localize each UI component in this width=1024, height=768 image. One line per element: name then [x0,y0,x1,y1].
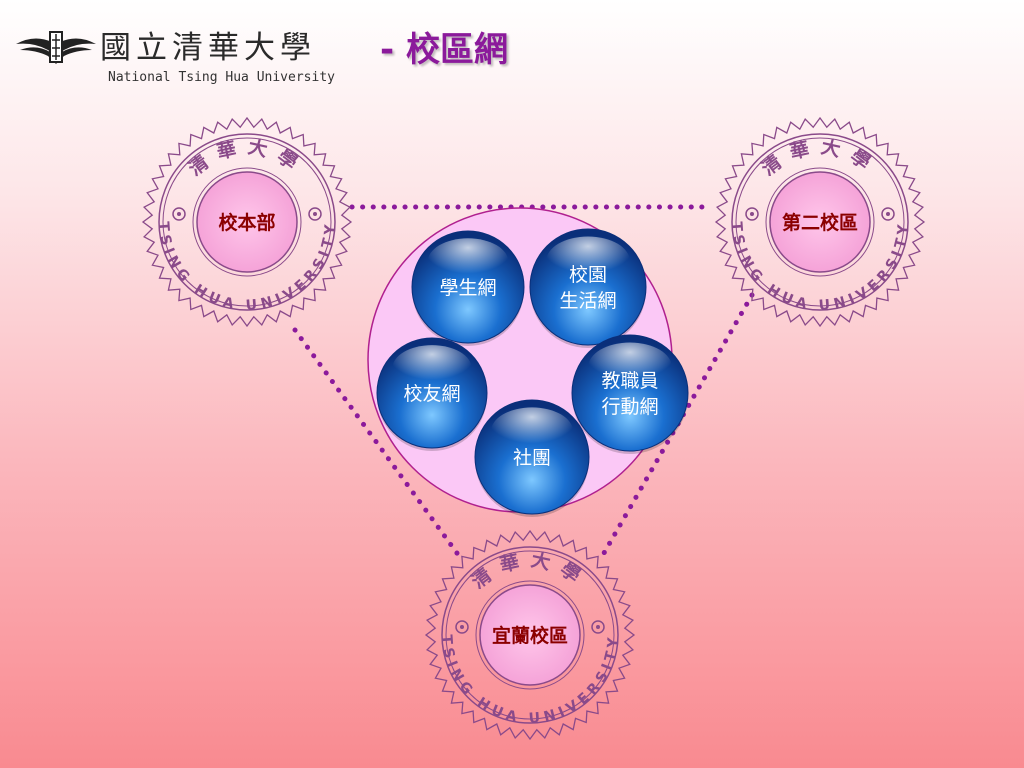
campus-label: 第二校區 [782,211,858,234]
university-logo-icon [16,31,96,64]
seal-flower-icon [745,207,759,221]
network-label: 生活網 [559,290,616,312]
university-name-en: National Tsing Hua University [108,70,335,85]
network-label: 學生網 [439,277,496,299]
university-name-cn: 國立清華大學 [100,30,316,66]
seal-flower-icon [881,207,895,221]
connector-lines [292,204,755,563]
seal-flower-icon [308,207,322,221]
page-title: - 校區網 [380,30,508,70]
seal-flower-icon [172,207,186,221]
network-label: 社團 [513,447,551,469]
seal-zigzag-border [714,116,926,328]
seal-zigzag-border [141,116,353,328]
seal-center [769,171,871,273]
connector-line [597,292,755,563]
seal-center [196,171,298,273]
campus-label: 校本部 [218,211,275,234]
network-label: 行動網 [601,396,658,418]
network-label: 教職員 [601,370,658,392]
seal-zigzag-border [424,529,636,741]
seal-flower-icon [455,620,469,634]
seal-flower-icon [591,620,605,634]
header: 國立清華大學 National Tsing Hua University - 校… [0,0,1024,100]
network-bubble: 學生網 [411,230,525,346]
network-bubble: 校友網 [376,337,488,451]
network-bubble: 社團 [474,399,590,517]
seal-center [479,584,581,686]
network-label: 校友網 [403,383,460,405]
network-label: 校園 [569,264,607,286]
campus-label: 宜蘭校區 [492,624,568,647]
